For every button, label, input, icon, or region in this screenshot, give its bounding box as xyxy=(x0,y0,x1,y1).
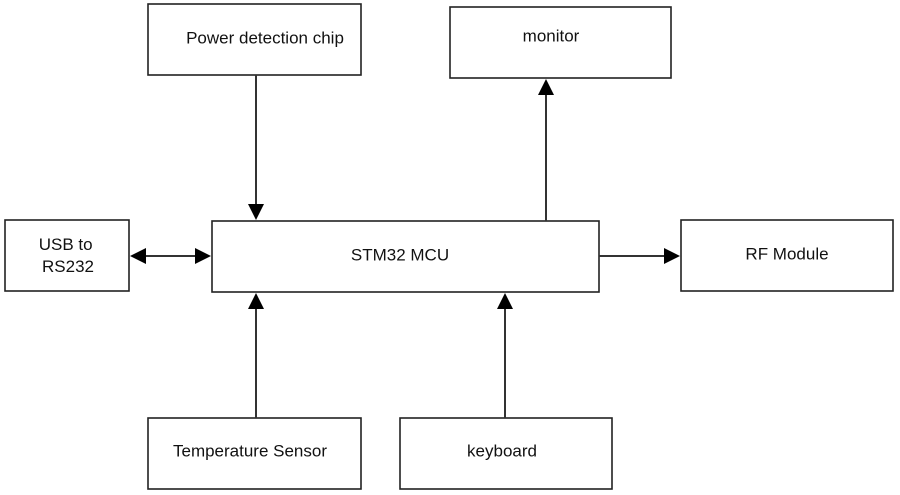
arrowhead-right-icon xyxy=(664,248,680,264)
arrowhead-down-icon xyxy=(248,204,264,220)
node-rf-module: RF Module xyxy=(680,219,894,292)
edge-power-to-mcu xyxy=(248,75,264,220)
arrowhead-left-icon xyxy=(130,248,146,264)
edge-mcu-to-monitor xyxy=(538,79,554,221)
arrowhead-right-icon xyxy=(195,248,211,264)
node-rf-module-label: RF Module xyxy=(745,244,828,263)
node-temperature-sensor: Temperature Sensor xyxy=(147,417,362,490)
node-stm32-mcu: STM32 MCU xyxy=(211,220,600,293)
node-monitor-label: monitor xyxy=(523,26,580,45)
edge-mcu-to-rf xyxy=(599,248,680,264)
node-power-detection-chip-label: Power detection chip xyxy=(186,28,344,47)
arrowhead-up-icon xyxy=(538,79,554,95)
edge-temperature-to-mcu xyxy=(248,293,264,418)
node-usb-line-2: RS232 xyxy=(42,257,94,276)
node-usb-to-rs232-label: USB to RS232 xyxy=(39,235,98,276)
edge-usb-mcu-bidirectional xyxy=(130,248,211,264)
node-keyboard-label: keyboard xyxy=(467,441,537,460)
edge-keyboard-to-mcu xyxy=(497,293,513,418)
node-usb-to-rs232: USB to RS232 xyxy=(4,219,130,292)
node-usb-line-1: USB to xyxy=(39,235,93,254)
node-power-detection-chip: Power detection chip xyxy=(147,3,362,76)
arrowhead-up-icon xyxy=(248,293,264,309)
arrowhead-up-icon xyxy=(497,293,513,309)
node-keyboard: keyboard xyxy=(399,417,613,490)
node-monitor: monitor xyxy=(449,6,672,79)
node-temperature-sensor-label: Temperature Sensor xyxy=(173,441,327,460)
node-stm32-mcu-label: STM32 MCU xyxy=(351,245,449,264)
